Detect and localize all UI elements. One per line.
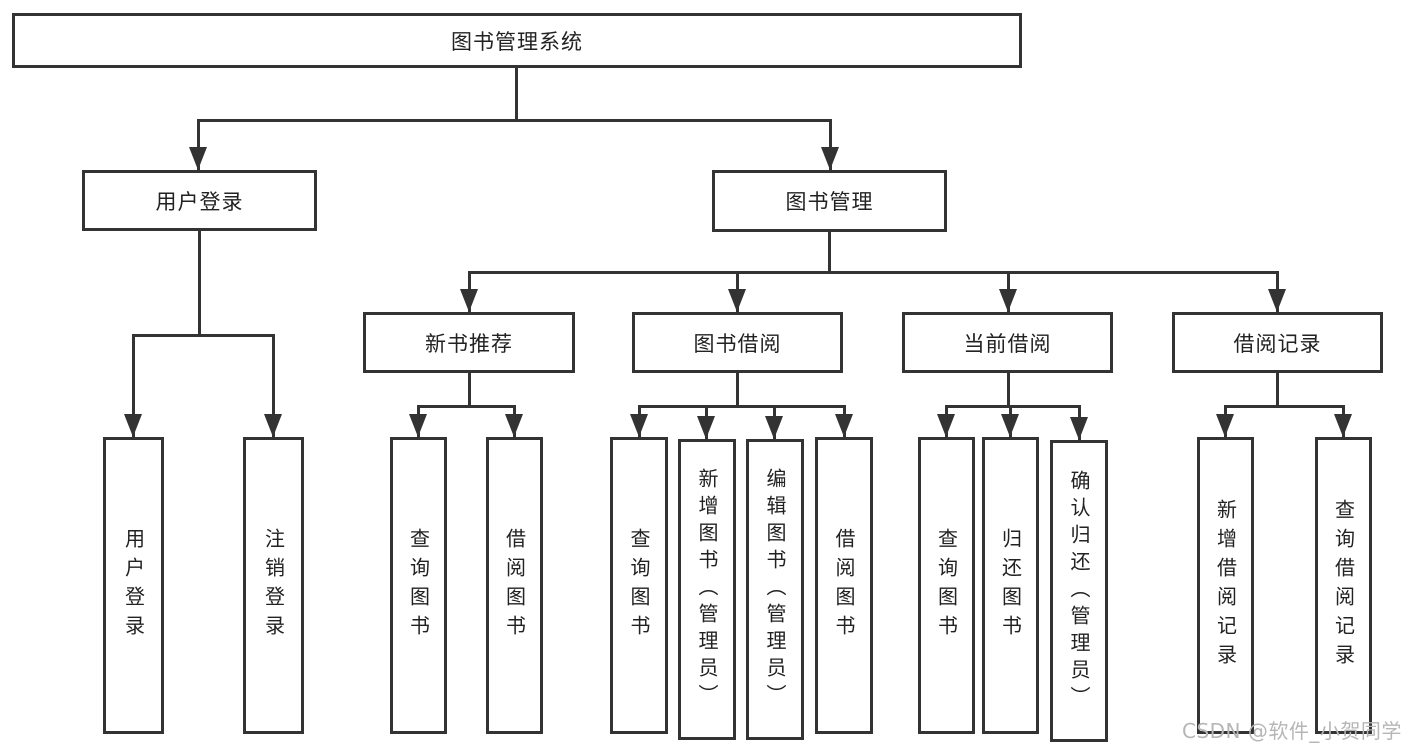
connector-line [467,270,1279,274]
arrow-down-icon [999,289,1017,312]
node-label: 借阅图书 [832,527,856,644]
leaf-edit-book-admin: 编辑图书（管理员） [746,439,804,740]
node-label: 查询图书 [627,527,651,644]
leaf-query-borrow-record: 查询借阅记录 [1315,437,1372,734]
arrow-down-icon [835,414,853,437]
node-library-system: 图书管理系统 [12,13,1022,68]
connector-line [828,120,832,170]
arrow-down-icon [124,414,142,437]
connector-line [416,404,516,408]
node-label: 查询借阅记录 [1331,498,1356,673]
connector-line [467,373,471,406]
node-label: 当前借阅 [963,331,1052,356]
arrow-down-icon [189,147,207,170]
csdn-watermark: CSDN @软件_小贺同学 [1182,719,1402,743]
leaf-query-books-2: 查询图书 [610,437,668,734]
node-label: 新书推荐 [425,331,513,356]
connector-line [637,404,846,408]
connector-line [197,230,201,335]
connector-line [1006,373,1010,406]
connector-line [1275,373,1279,406]
node-label: 查询图书 [934,527,959,644]
node-borrow-records: 借阅记录 [1172,312,1383,373]
connector-line [131,333,275,337]
arrow-down-icon [630,414,648,437]
arrow-down-icon [937,414,955,437]
connector-line [1223,404,1345,408]
leaf-logout: 注销登录 [243,437,304,734]
node-user-login: 用户登录 [82,170,317,231]
arrow-down-icon [697,416,715,439]
arrow-down-icon [728,289,746,312]
leaf-confirm-return-admin: 确认归还（管理员） [1050,440,1108,742]
node-label: 用户登录 [121,527,146,644]
node-label: 图书管理 [785,190,874,214]
node-label: 编辑图书（管理员） [763,468,787,711]
arrow-down-icon [460,289,478,312]
arrow-down-icon [505,414,523,437]
node-label: 注销登录 [261,527,286,644]
leaf-add-book-admin: 新增图书（管理员） [678,439,736,740]
node-current-borrow: 当前借阅 [902,312,1113,373]
node-label: 确认归还（管理员） [1067,469,1091,713]
connector-line [131,335,135,437]
arrow-down-icon [1334,414,1352,437]
node-label: 图书借阅 [693,331,782,356]
arrow-down-icon [821,147,839,170]
leaf-user-login: 用户登录 [103,437,164,734]
connector-line [271,335,275,437]
node-book-borrow: 图书借阅 [632,312,843,373]
arrow-down-icon [1070,417,1088,440]
node-label: 查询图书 [406,527,431,644]
arrow-down-icon [264,414,282,437]
arrow-down-icon [1216,414,1234,437]
connector-line [196,118,832,122]
node-label: 新增图书（管理员） [695,468,719,711]
leaf-return-books: 归还图书 [982,437,1039,734]
node-label: 图书管理系统 [451,29,583,54]
arrow-down-icon [409,414,427,437]
leaf-borrow-books-2: 借阅图书 [815,437,873,734]
connector-line [944,404,1081,408]
node-label: 用户登录 [155,189,244,214]
leaf-add-borrow-record: 新增借阅记录 [1197,437,1254,734]
node-new-book-recommend: 新书推荐 [363,312,575,373]
leaf-query-books-3: 查询图书 [918,437,975,734]
arrow-down-icon [765,416,783,439]
leaf-borrow-books-1: 借阅图书 [486,437,543,734]
leaf-query-books-1: 查询图书 [390,437,447,734]
connector-line [514,67,518,120]
node-label: 借阅记录 [1233,331,1322,356]
connector-line [196,120,200,170]
node-label: 借阅图书 [502,527,527,644]
connector-line [735,373,739,406]
arrow-down-icon [1268,289,1286,312]
node-label: 新增借阅记录 [1213,498,1238,673]
node-label: 归还图书 [998,527,1023,644]
connector-line [827,232,831,272]
arrow-down-icon [1001,414,1019,437]
node-book-management: 图书管理 [712,170,947,232]
